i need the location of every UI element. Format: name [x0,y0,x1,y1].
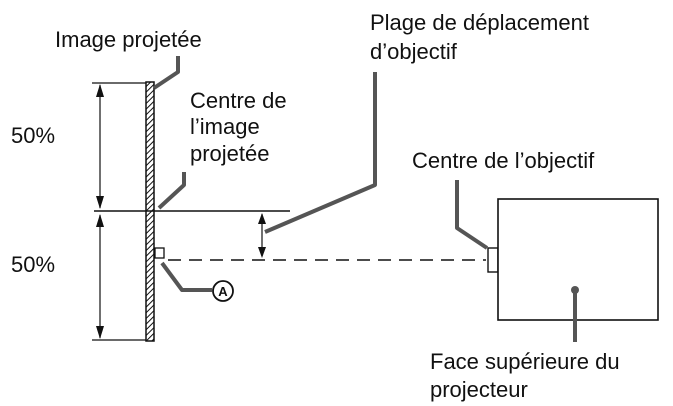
lens-shift-range-label-line2: d’objectif [370,39,458,64]
leader-image-center [157,172,186,210]
top-face-label-line1: Face supérieure du [430,349,620,374]
marker-a: A [212,280,234,302]
projected-image-center-label-line1: Centre de [190,88,287,113]
projected-image-center-label-line2: l’image [190,114,260,139]
leader-lens-shift-range [264,72,377,234]
projected-image-label: Image projetée [55,27,202,52]
lens-shift-range-arrow [258,213,266,258]
lens-center-label: Centre de l’objectif [412,148,595,173]
marker-a-text: A [218,284,228,299]
projected-image-center-label-line3: projetée [190,141,270,166]
top-face-dot [571,286,579,294]
leader-marker-a [160,261,212,292]
projector-top-face [497,198,659,321]
lens-shift-range-label-line1: Plage de déplacement [370,10,589,35]
leader-lens-center [455,180,489,250]
dimension-arrows-left [92,82,150,341]
marker-a-box [154,247,165,259]
lens-box [487,247,499,273]
top-face-label-line2: projecteur [430,377,528,402]
percent-bottom-label: 50% [11,252,55,277]
leader-projected-image [152,56,180,90]
percent-top-label: 50% [11,123,55,148]
